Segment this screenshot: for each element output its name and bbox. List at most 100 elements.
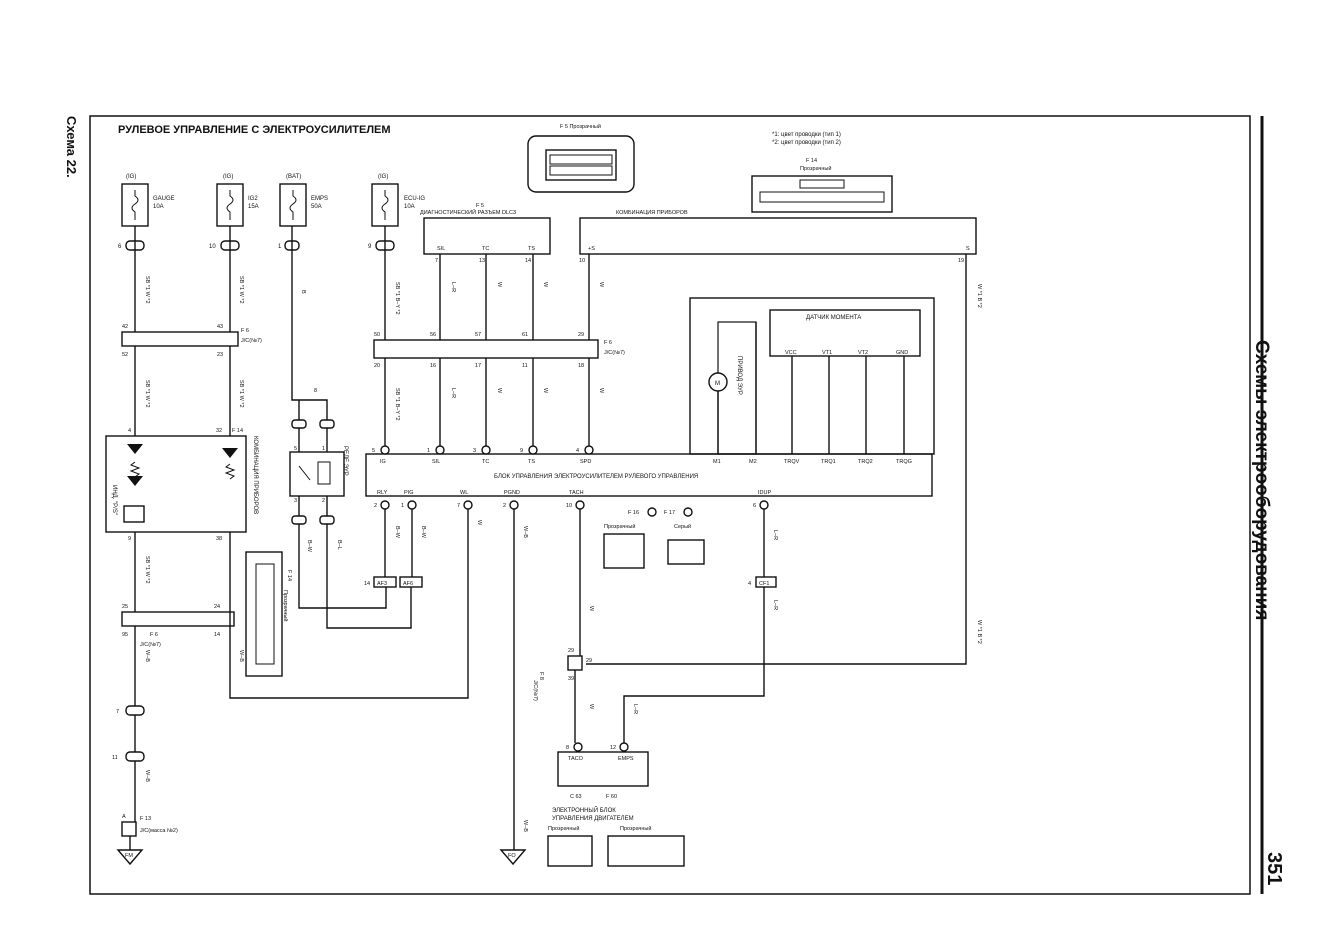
pin-18: 18	[578, 363, 584, 369]
pin-38: 38	[216, 536, 222, 542]
conn-cf1-n: 4	[748, 581, 751, 587]
pin-1: 1	[322, 446, 325, 452]
fuse-ig2: (IG) IG2 15A	[216, 174, 259, 227]
pin-13: 13	[479, 258, 485, 264]
conn-num-3: 1	[278, 244, 282, 250]
wire-relay-1: B–L	[336, 540, 342, 550]
dlc3-pin-sil: SIL	[437, 246, 445, 252]
ecu-num-idup: 6	[753, 503, 756, 509]
ecu-num-wl: 7	[457, 503, 460, 509]
wire-ind-3: W–B	[144, 770, 150, 782]
pin-39: 39	[568, 676, 574, 682]
f5-label: F 5	[476, 203, 484, 209]
eps-ecu-block: БЛОК УПРАВЛЕНИЯ ЭЛЕКТРОУСИЛИТЕЛЕМ РУЛЕВО…	[365, 445, 933, 510]
conn-af3-n: 14	[364, 581, 370, 587]
pin-16: 16	[430, 363, 436, 369]
wire-gauge-2: SB *1 W *2	[144, 380, 150, 408]
ground-jc: A F 13 J/C(масса №2) FM FO 7 11	[112, 705, 527, 866]
pin-32: 32	[216, 428, 222, 434]
wire-pgnd: W–B	[522, 526, 528, 538]
ground-a: A	[122, 814, 126, 820]
engine-ecu-title-1: ЭЛЕКТРОННЫЙ БЛОК	[552, 806, 616, 814]
pin-50: 50	[374, 332, 380, 338]
scheme-number: Схема 22.	[64, 116, 79, 178]
wire-spd-1: W	[598, 282, 604, 288]
pin-5: 5	[294, 446, 297, 452]
page-number: 351	[1263, 852, 1285, 886]
sensor-title: ДАТЧИК МОМЕНТА	[806, 315, 861, 321]
pin-2: 2	[322, 498, 325, 504]
ecu-bot-idup: IDUP	[758, 490, 771, 496]
pin-7: 7	[435, 258, 438, 264]
f6-a: F 6	[241, 328, 249, 334]
wire-pig: B–W	[420, 526, 426, 539]
fuse-gauge-name: GAUGE	[153, 196, 175, 202]
sensor-pin-gnd: GND	[896, 350, 908, 356]
f16-label: F 16	[628, 510, 639, 516]
pin-14b: 14	[214, 632, 220, 638]
pin-56: 56	[430, 332, 436, 338]
pin-43: 43	[217, 324, 223, 330]
pin-25: 25	[122, 604, 128, 610]
wire-s-1: W *1 B *2	[976, 284, 982, 308]
engine-transparent-b: Прозрачный	[620, 825, 651, 832]
fuse-ecuig-source: (IG)	[378, 174, 388, 180]
wire-idup-2: L–R	[772, 600, 778, 610]
conn-af3: AF3	[377, 581, 387, 587]
cluster-pin-s-plus: +S	[588, 246, 595, 252]
pin-95: 95	[122, 632, 128, 638]
cluster-side-label: КОМБИНАЦИЯ ПРИБОРОВ	[252, 436, 258, 514]
fuse-ig2-source: (IG)	[223, 174, 233, 180]
wire-ig2-3: W–B	[238, 650, 244, 662]
jc7-bar-lower: 25 95 24 14 F 6 J/C(№7)	[121, 604, 235, 648]
svg-text:M: M	[715, 381, 720, 387]
engine-transparent-a: Прозрачный	[548, 825, 579, 832]
f14-vertical: F 14	[286, 570, 292, 581]
ecu-top-ig: IG	[380, 459, 386, 465]
wire-emps-2: L–R	[632, 704, 638, 714]
wire-sil-1: L–R	[450, 282, 456, 292]
ecu-num-pgnd: 2	[503, 503, 506, 509]
wire-wl: W	[476, 520, 482, 526]
pin-8: 8	[314, 388, 317, 394]
fuse-gauge-source: (IG)	[126, 174, 136, 180]
jc-junction-f8: 29 39 29 F 8 J/C(№7)	[532, 648, 592, 701]
fuse-connectors: 6 10 1 9	[118, 240, 395, 251]
cluster-title: КОМБИНАЦИЯ ПРИБОРОВ	[616, 210, 688, 216]
wires	[129, 226, 967, 850]
ecu-top-trq2: TRQ2	[858, 459, 873, 465]
fuse-emps-name: EMPS	[311, 196, 328, 202]
ecu-num-rly: 2	[374, 503, 377, 509]
f6-b: F 6	[604, 340, 612, 346]
wire-spd-2: W	[598, 388, 604, 394]
motor-sensor-box: M ПРИВОД ЭУР ДАТЧИК МОМЕНТА VCC VT1 VT2 …	[689, 297, 935, 455]
conn-num-4: 9	[368, 244, 372, 250]
ecu-top-spd: SPD	[580, 459, 591, 465]
jc7-bar-mid: 50 56 57 61 29 20 16 17 11 18 F 6 J/C(№7…	[373, 332, 625, 369]
dlc3-pin-ts: TS	[528, 246, 535, 252]
engine-num-emps: 12	[610, 745, 616, 751]
dlc3-connector-drawing: F 5 Прозрачный	[527, 123, 635, 193]
c63-label: C 63	[570, 794, 582, 800]
engine-num-taco: 8	[566, 745, 569, 751]
pin-29c: 29	[586, 658, 592, 664]
pin-42: 42	[122, 324, 128, 330]
ecu-top-tc: TC	[482, 459, 489, 465]
conn-num-2: 10	[209, 244, 216, 250]
ecu-top-ts: TS	[528, 459, 535, 465]
f16-transparent: Прозрачный	[604, 523, 635, 530]
ecu-num-ig: 5	[372, 448, 375, 454]
pin-29b: 29	[568, 648, 574, 654]
jc7-a: J/C(№7)	[241, 338, 262, 344]
wire-gauge-1: SB *1 W *2	[144, 276, 150, 304]
wire-tc-2: W	[496, 388, 502, 394]
jc7-b: J/C(№7)	[604, 350, 625, 356]
ecu-label: БЛОК УПРАВЛЕНИЯ ЭЛЕКТРОУСИЛИТЕЛЕМ РУЛЕВО…	[494, 474, 698, 480]
pin-61: 61	[522, 332, 528, 338]
relay-label: РЕЛЕ ЭУР	[342, 446, 348, 476]
wire-ig2-1: SB *1 W *2	[238, 276, 244, 304]
wire-idup: L–R	[772, 530, 778, 540]
ecu-num-pig: 1	[401, 503, 404, 509]
conn-cf1: CF1	[759, 581, 769, 587]
